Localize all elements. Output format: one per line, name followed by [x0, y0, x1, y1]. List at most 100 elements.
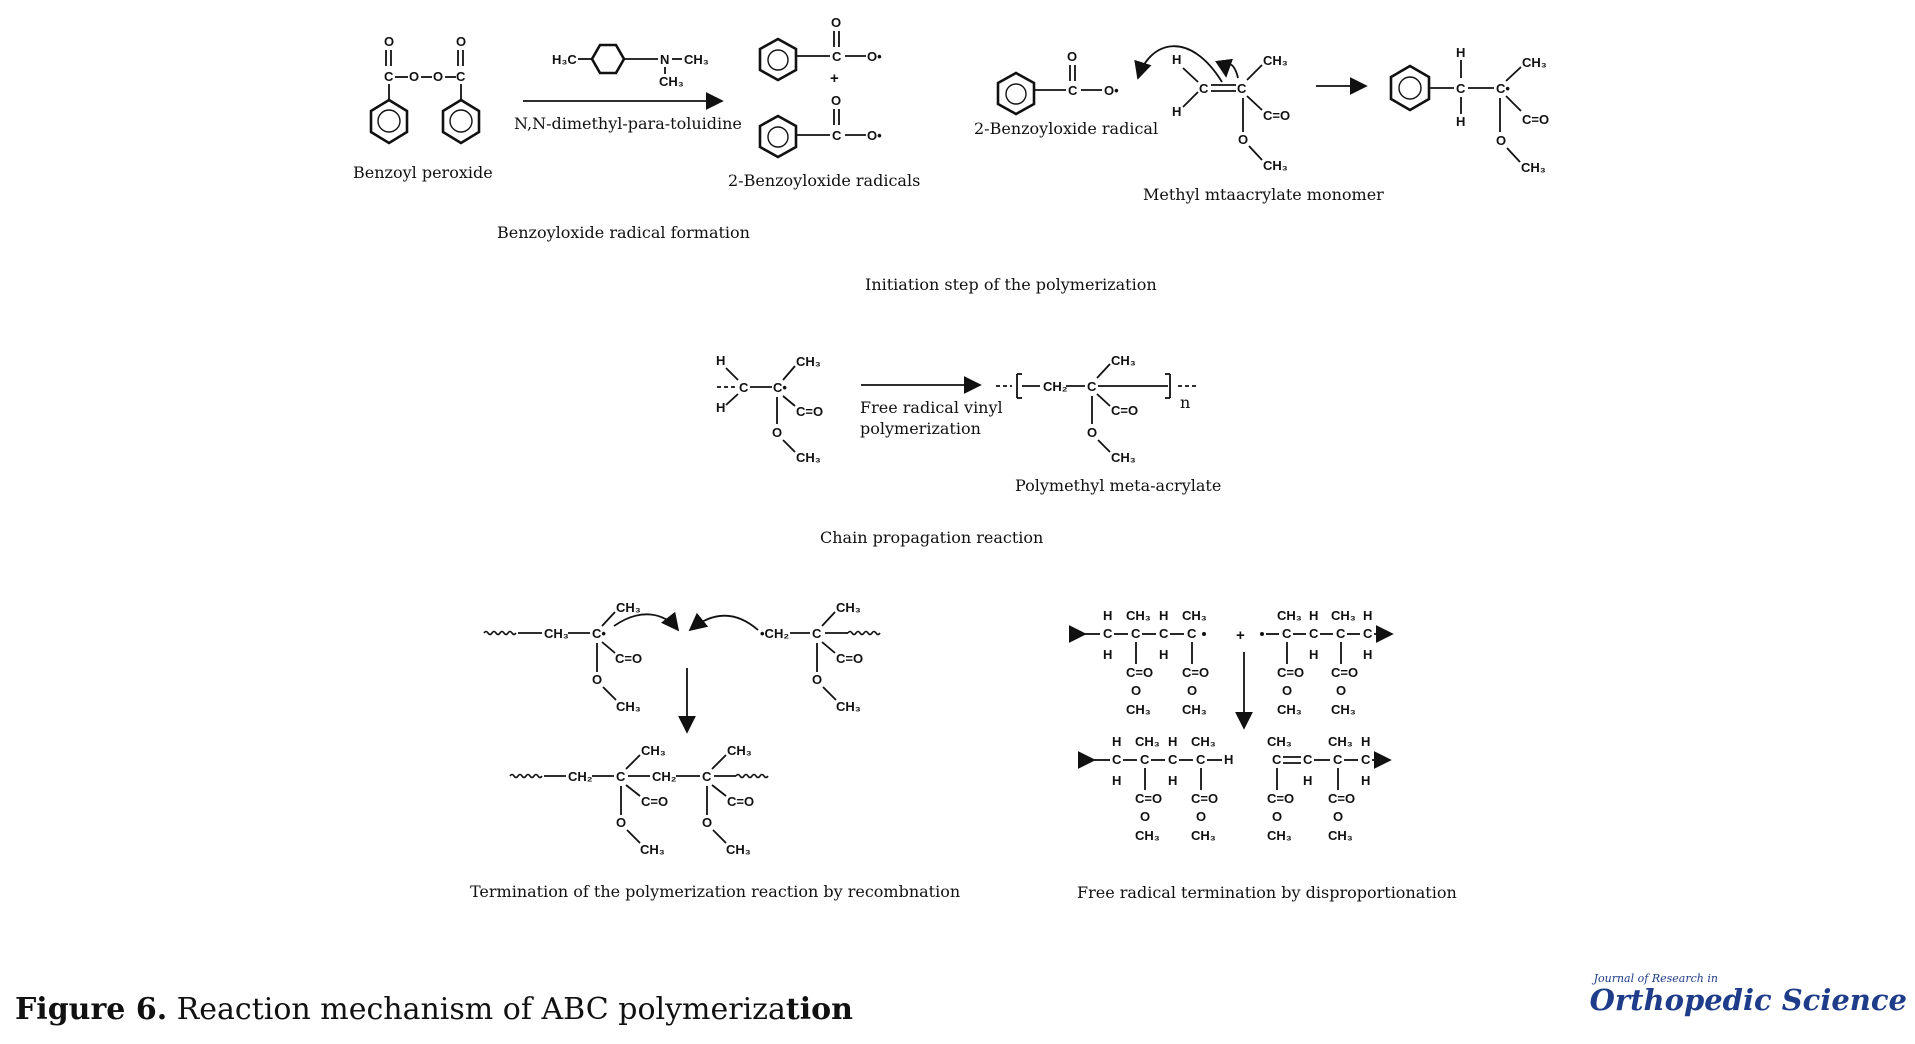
- svg-text:C: C: [616, 769, 626, 784]
- svg-text:C=O: C=O: [836, 651, 863, 666]
- svg-text:O: O: [1140, 809, 1150, 824]
- svg-text:O: O: [433, 69, 443, 84]
- svg-text:C=O: C=O: [1522, 112, 1549, 127]
- svg-text:C=O: C=O: [1111, 403, 1138, 418]
- svg-text:H: H: [1361, 734, 1370, 749]
- svg-text:O: O: [616, 815, 626, 830]
- svg-text:CH₃: CH₃: [1182, 608, 1207, 623]
- svg-text:O: O: [1067, 49, 1077, 64]
- svg-text:H: H: [1168, 734, 1177, 749]
- svg-text:CH₃: CH₃: [1191, 828, 1216, 843]
- svg-text:O: O: [1336, 683, 1346, 698]
- svg-text:C: C: [1131, 626, 1141, 641]
- svg-text:CH₃: CH₃: [1328, 828, 1353, 843]
- svg-text:H: H: [1103, 608, 1112, 623]
- svg-text:CH₃: CH₃: [1111, 450, 1136, 465]
- svg-text:CH₃: CH₃: [1267, 828, 1292, 843]
- svg-text:C: C: [1282, 626, 1292, 641]
- svg-text:CH₃: CH₃: [641, 743, 666, 758]
- svg-text:CH₃: CH₃: [1135, 734, 1160, 749]
- svg-text:H: H: [716, 400, 725, 415]
- figure-caption: Figure 6. Reaction mechanism of ABC poly…: [15, 992, 853, 1027]
- svg-text:H: H: [1112, 734, 1121, 749]
- svg-text:C: C: [1159, 626, 1169, 641]
- benzoyl-peroxide-structure: O C O O C O: [369, 34, 481, 145]
- svg-text:C: C: [1068, 83, 1078, 98]
- svg-text:C=O: C=O: [727, 794, 754, 809]
- svg-text:O: O: [384, 34, 394, 49]
- svg-text:CH₃: CH₃: [1267, 734, 1292, 749]
- svg-text:C: C: [1361, 752, 1371, 767]
- svg-text:C: C: [832, 49, 842, 64]
- svg-text:O: O: [1282, 683, 1292, 698]
- svg-text:H: H: [1361, 773, 1370, 788]
- svg-text:C=O: C=O: [1328, 791, 1355, 806]
- radicals-label: 2-Benzoyloxide radicals: [728, 171, 920, 190]
- svg-text:C: C: [1140, 752, 1150, 767]
- svg-text:C: C: [1087, 379, 1097, 394]
- svg-text:C=O: C=O: [641, 794, 668, 809]
- initiation-reactants: C O O• H H C C CH₃ C=O O CH₃: [996, 45, 1290, 173]
- svg-text:CH₃: CH₃: [684, 52, 709, 67]
- initiation-label: Initiation step of the polymerization: [865, 275, 1157, 294]
- svg-text:H: H: [1112, 773, 1121, 788]
- vinyl-label-1: Free radical vinyl: [860, 398, 1003, 417]
- svg-text:C•: C•: [1496, 81, 1510, 96]
- svg-text:H: H: [1159, 647, 1168, 662]
- disproportionation-label: Free radical termination by disproportio…: [1077, 883, 1457, 902]
- svg-text:CH₃: CH₃: [616, 600, 641, 615]
- svg-text:H: H: [1172, 52, 1181, 67]
- svg-text:C: C: [1272, 752, 1282, 767]
- journal-logo-line2: Orthopedic Science: [1589, 983, 1907, 1017]
- svg-text:C: C: [1333, 752, 1343, 767]
- catalyst-label: N,N-dimethyl-para-toluidine: [514, 114, 742, 133]
- svg-text:C=O: C=O: [1263, 108, 1290, 123]
- svg-text:O: O: [1238, 132, 1248, 147]
- svg-text:CH₃: CH₃: [1263, 53, 1288, 68]
- svg-text:H: H: [1168, 773, 1177, 788]
- svg-text:CH₃: CH₃: [727, 743, 752, 758]
- svg-text:n: n: [1180, 393, 1190, 412]
- propagation-reactant: H H C C• CH₃ C=O O CH₃: [716, 353, 823, 465]
- svg-text:H: H: [1303, 773, 1312, 788]
- svg-text:CH₂: CH₂: [1043, 379, 1068, 394]
- recombination-product: CH₂ C CH₂ C CH₃ C=O O CH₃ CH₃ C=O O CH₃: [509, 743, 769, 857]
- svg-text:H: H: [1456, 114, 1465, 129]
- svg-text:C: C: [1336, 626, 1346, 641]
- monomer-label: Methyl mtaacrylate monomer: [1143, 185, 1384, 204]
- svg-text:C•: C•: [592, 626, 606, 641]
- propagation-label: Chain propagation reaction: [820, 528, 1043, 547]
- svg-text:O: O: [1496, 133, 1506, 148]
- svg-text:CH₃: CH₃: [1126, 608, 1151, 623]
- svg-text:C: C: [1363, 626, 1373, 641]
- svg-text:O•: O•: [1104, 83, 1119, 98]
- recombination-reactants: CH₃ C• CH₃ C=O O CH₃ •CH₂ C CH₃ C=O O CH…: [483, 600, 881, 714]
- disproportionation-reactants: C H H C CH₃ C H H C CH₃ C• C=O O CH₃ C=O…: [1068, 608, 1394, 717]
- svg-text:CH₃: CH₃: [836, 699, 861, 714]
- svg-text:CH₃: CH₃: [1331, 608, 1356, 623]
- journal-logo: Journal of Research in Orthopedic Scienc…: [1590, 972, 1907, 1015]
- svg-text:C: C: [812, 626, 822, 641]
- svg-text:•CH₂: •CH₂: [760, 626, 789, 641]
- svg-text:+: +: [830, 70, 839, 87]
- svg-text:C: C: [1303, 752, 1313, 767]
- svg-text:CH₃: CH₃: [836, 600, 861, 615]
- svg-text:C: C: [739, 380, 749, 395]
- figure-number: Figure 6.: [15, 992, 168, 1027]
- svg-text:O: O: [1131, 683, 1141, 698]
- svg-text:CH₃: CH₃: [796, 450, 821, 465]
- caption-text: Reaction mechanism of ABC polymeriza: [167, 992, 786, 1027]
- svg-text:CH₃: CH₃: [544, 626, 569, 641]
- caption-text-end: tion: [785, 992, 853, 1027]
- pmma-label: Polymethyl meta-acrylate: [1015, 476, 1221, 495]
- svg-text:O: O: [1087, 425, 1097, 440]
- svg-text:CH₂: CH₂: [652, 769, 677, 784]
- svg-text:O: O: [409, 69, 419, 84]
- disproportionation-products: C H H C CH₃ C H H C CH₃ H C=O O CH₃ C=O …: [1077, 734, 1392, 843]
- svg-text:H: H: [1363, 608, 1372, 623]
- svg-text:CH₃: CH₃: [616, 699, 641, 714]
- svg-text:O: O: [1333, 809, 1343, 824]
- svg-text:CH₃: CH₃: [726, 842, 751, 857]
- svg-text:H₃C: H₃C: [552, 52, 577, 67]
- svg-text:CH₃: CH₃: [1277, 608, 1302, 623]
